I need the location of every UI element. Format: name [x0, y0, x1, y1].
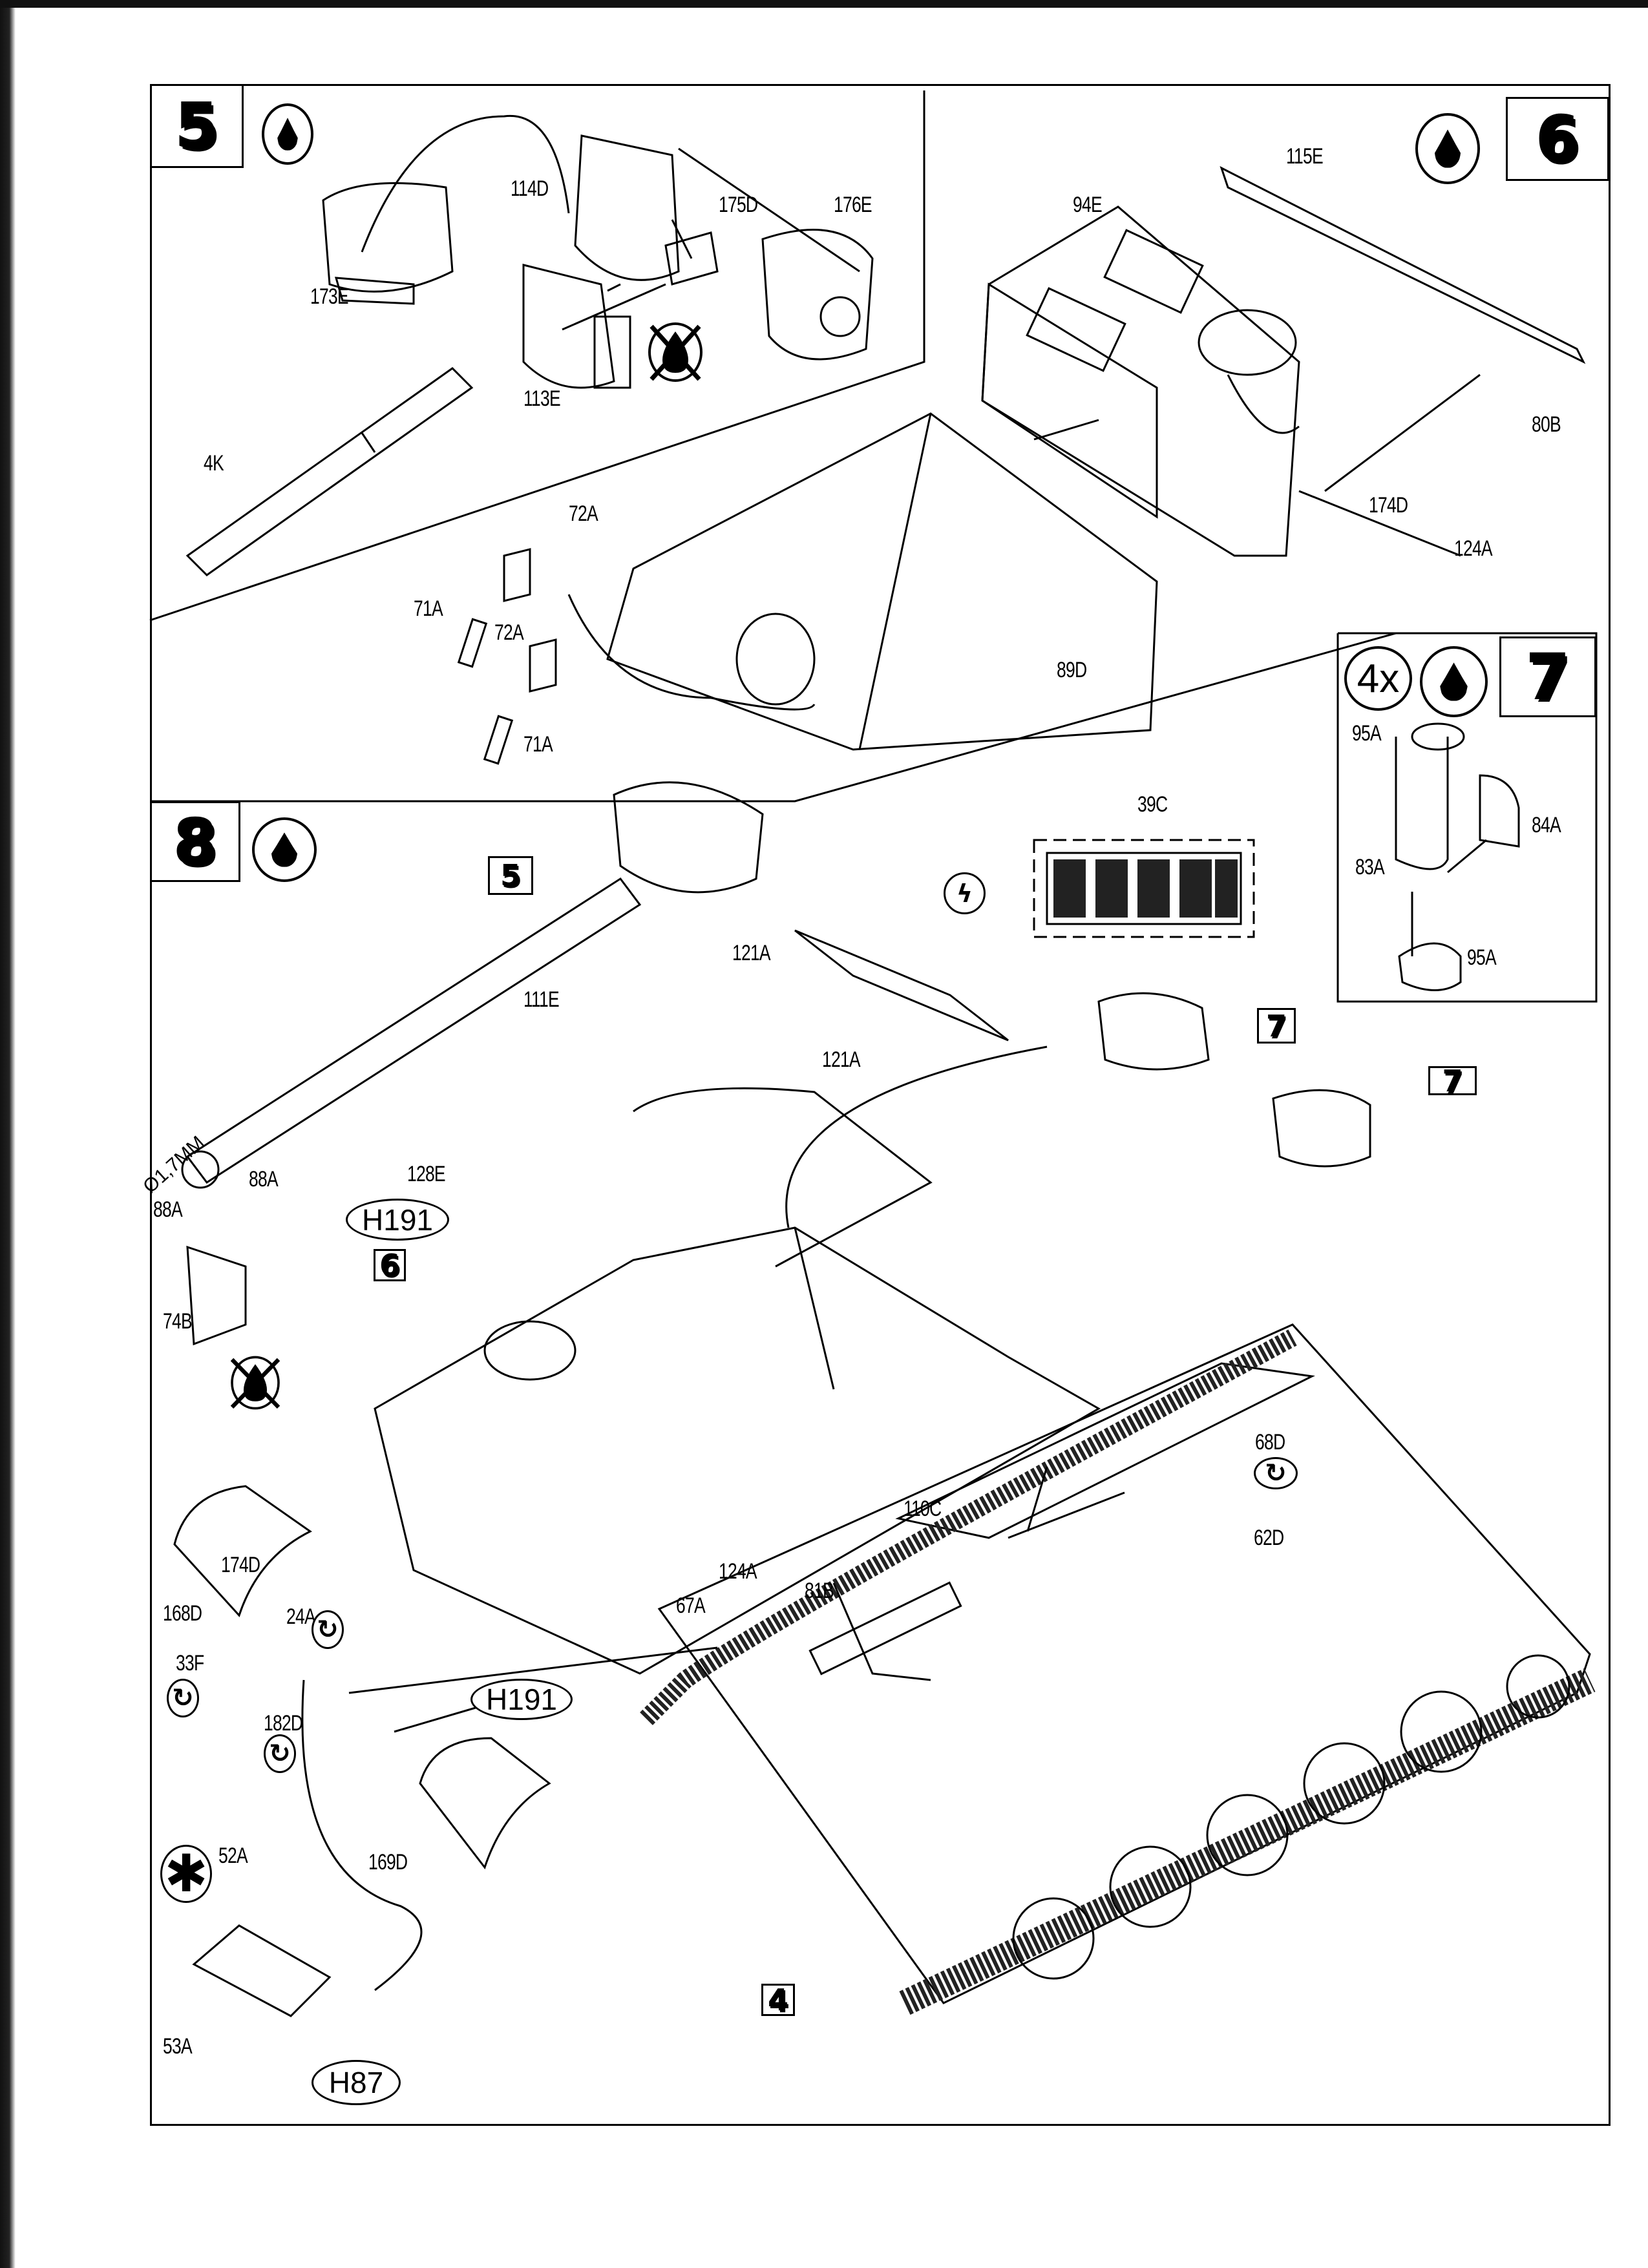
subassembly-ref-label: 4 [767, 1982, 788, 2017]
glue-icon [1415, 113, 1480, 184]
part-label-176E: 176E [834, 193, 872, 217]
part-label-114D: 114D [511, 176, 549, 201]
part-label-111E: 111E [523, 987, 560, 1012]
part-label-71A: 71A [523, 732, 553, 757]
scan-edge-top [0, 0, 1648, 8]
part-label-71A: 71A [414, 596, 443, 621]
photoetch-zigzag-icon: ϟ [944, 872, 986, 914]
step-6-number: 6 [1536, 102, 1580, 176]
paint-code-callout: H191 [346, 1199, 449, 1241]
part-label-80B: 80B [1532, 412, 1561, 437]
subassembly-ref-step6: 6 [374, 1248, 406, 1283]
paint-code-callout: H87 [312, 2060, 401, 2105]
drop-icon [1434, 129, 1461, 168]
step-6-number-box: 6 [1506, 97, 1609, 181]
part-label-52A: 52A [218, 1843, 248, 1868]
part-label-124A: 124A [1454, 536, 1493, 561]
part-label-83A: 83A [1355, 855, 1385, 879]
subassembly-ref-label: 7 [1442, 1063, 1463, 1098]
step-5-number-box: 5 [150, 84, 244, 168]
part-label-89D: 89D [1057, 658, 1087, 682]
part-label-113E: 113E [523, 386, 561, 411]
glue-icon [252, 817, 317, 882]
instruction-frame [150, 84, 1611, 2126]
crossed-drop-icon [648, 322, 703, 382]
part-label-24A: 24A [286, 1604, 316, 1629]
part-label-128E: 128E [407, 1162, 446, 1186]
step-8-number-box: 8 [150, 801, 240, 882]
part-label-175D: 175D [719, 193, 758, 217]
step6-parts-drawing [457, 166, 1586, 765]
part-label-88A: 88A [153, 1197, 183, 1222]
part-label-121A: 121A [822, 1047, 861, 1072]
step7-parts-drawing [1395, 722, 1520, 991]
subassembly-ref-step7: 7 [1257, 1008, 1296, 1044]
paint-code-callout: H191 [470, 1679, 573, 1720]
part-label-182D: 182D [264, 1711, 303, 1736]
part-label-173E: 173E [310, 284, 349, 309]
step-7-number-box: 7 [1499, 636, 1596, 717]
part-label-168D: 168D [163, 1601, 202, 1626]
part-label-124A: 124A [719, 1559, 757, 1584]
step8-parts-drawing [173, 781, 1596, 2017]
step-8-number: 8 [173, 805, 218, 879]
subassembly-ref-step5: 5 [488, 856, 533, 895]
part-label-88A: 88A [249, 1167, 279, 1192]
crossed-drop-icon [230, 1356, 280, 1410]
part-label-121A: 121A [732, 941, 771, 965]
rotate-arrow-icon: ↻ [1254, 1457, 1298, 1489]
step-5-number: 5 [174, 89, 219, 163]
part-label-174D: 174D [1369, 493, 1408, 518]
part-label-72A: 72A [569, 501, 598, 526]
part-label-53A: 53A [163, 2034, 193, 2059]
rotate-arrow-icon: ↻ [312, 1610, 344, 1649]
glue-icon [262, 103, 313, 165]
part-label-39C: 39C [1137, 792, 1168, 817]
part-label-95A: 95A [1352, 721, 1382, 746]
part-label-4K: 4K [204, 451, 224, 476]
divider-step5 [149, 90, 925, 622]
drop-icon [271, 832, 298, 867]
scan-edge-left [0, 0, 16, 2268]
part-label-67A: 67A [676, 1593, 706, 1618]
rotate-arrow-icon: ↻ [167, 1679, 199, 1717]
part-label-62D: 62D [1254, 1526, 1284, 1550]
divider-step7-frame [1336, 632, 1598, 1003]
step5-parts-drawing [185, 114, 874, 576]
part-label-84A: 84A [1532, 813, 1561, 837]
subassembly-ref-label: 6 [379, 1248, 400, 1283]
part-label-115E: 115E [1286, 144, 1324, 169]
asterisk-icon: ✱ [160, 1845, 212, 1903]
subassembly-ref-label: 7 [1265, 1008, 1287, 1044]
subassembly-ref-step7: 7 [1428, 1063, 1477, 1098]
step-7-number: 7 [1526, 640, 1570, 714]
part-label-72A: 72A [494, 620, 524, 645]
part-label-74B: 74B [163, 1309, 193, 1334]
part-label-110C: 110C [903, 1496, 942, 1521]
quantity-badge: 4x [1344, 646, 1412, 711]
part-label-174D: 174D [221, 1553, 260, 1577]
part-label-33F: 33F [176, 1651, 204, 1675]
drop-icon [1440, 662, 1468, 701]
part-label-94E: 94E [1073, 193, 1103, 217]
glue-icon [1420, 646, 1488, 717]
part-label-95A: 95A [1467, 945, 1497, 970]
part-label-68D: 68D [1255, 1430, 1285, 1454]
subassembly-ref-label: 5 [500, 858, 521, 893]
part-label-169D: 169D [368, 1850, 408, 1874]
part-label-81B: 81B [805, 1579, 834, 1603]
rotate-arrow-icon: ↻ [264, 1734, 296, 1773]
subassembly-ref-step4: 4 [761, 1982, 795, 2017]
drop-icon [277, 118, 298, 151]
